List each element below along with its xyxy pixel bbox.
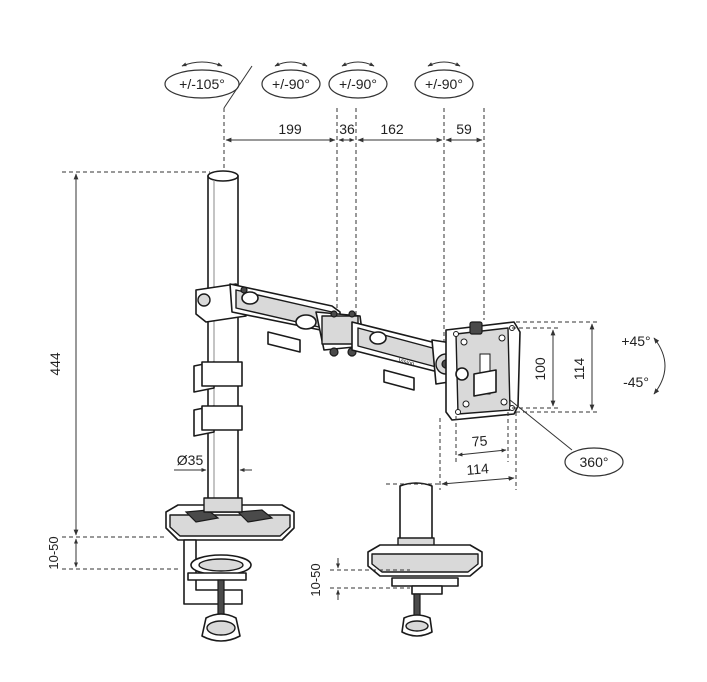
left-clamp-assembly (165, 504, 295, 642)
tilt-indicator (653, 337, 666, 395)
pole-rotation-leader (223, 65, 253, 109)
dim-arm-segment-2: 162 (380, 121, 404, 137)
pole-height-dimension (62, 171, 210, 538)
dim-vesa-height-large: 114 (571, 358, 587, 381)
tilt-down-label: -45° (623, 374, 649, 390)
pole (193, 170, 243, 513)
dim-pole-height: 444 (47, 352, 63, 376)
arm-dimension-lines (223, 108, 485, 345)
tilt-up-label: +45° (621, 333, 650, 349)
rotation-badge-joint3: +/-90° (414, 61, 474, 99)
arm-segment-1 (195, 283, 341, 353)
brand-mark: Vision (398, 358, 415, 368)
rotation-label-joint2: +/-90° (339, 76, 377, 92)
clamp-range-right-dimension (330, 558, 410, 600)
dim-vesa-width-small: 75 (471, 432, 488, 449)
rotation-badge-pole: +/-105° (164, 61, 240, 99)
dim-pole-diameter: Ø35 (177, 452, 204, 468)
clamp-range-left-dimension (62, 538, 180, 570)
dim-clamp-range-left: 10-50 (46, 536, 61, 569)
rotation-badge-joint2: +/-90° (328, 61, 388, 99)
swivel-badge (509, 399, 624, 477)
vesa-mount-plate (445, 321, 521, 421)
swivel-label: 360° (580, 454, 609, 470)
vesa-horizontal-dimensions (439, 412, 517, 490)
dim-vesa-width-large: 114 (466, 460, 490, 478)
rotation-badge-joint1: +/-90° (261, 61, 321, 99)
dim-head-offset: 59 (456, 121, 472, 137)
dim-vesa-height-small: 100 (532, 357, 548, 381)
right-clamp-assembly (367, 482, 483, 637)
dim-arm-segment-1: 199 (278, 121, 302, 137)
dim-arm-gap: 36 (339, 121, 355, 137)
rotation-label-pole: +/-105° (179, 76, 225, 92)
rotation-label-joint1: +/-90° (272, 76, 310, 92)
dim-clamp-range-right: 10-50 (308, 563, 323, 596)
arm-segment-2: Vision (351, 321, 447, 391)
rotation-label-joint3: +/-90° (425, 76, 463, 92)
